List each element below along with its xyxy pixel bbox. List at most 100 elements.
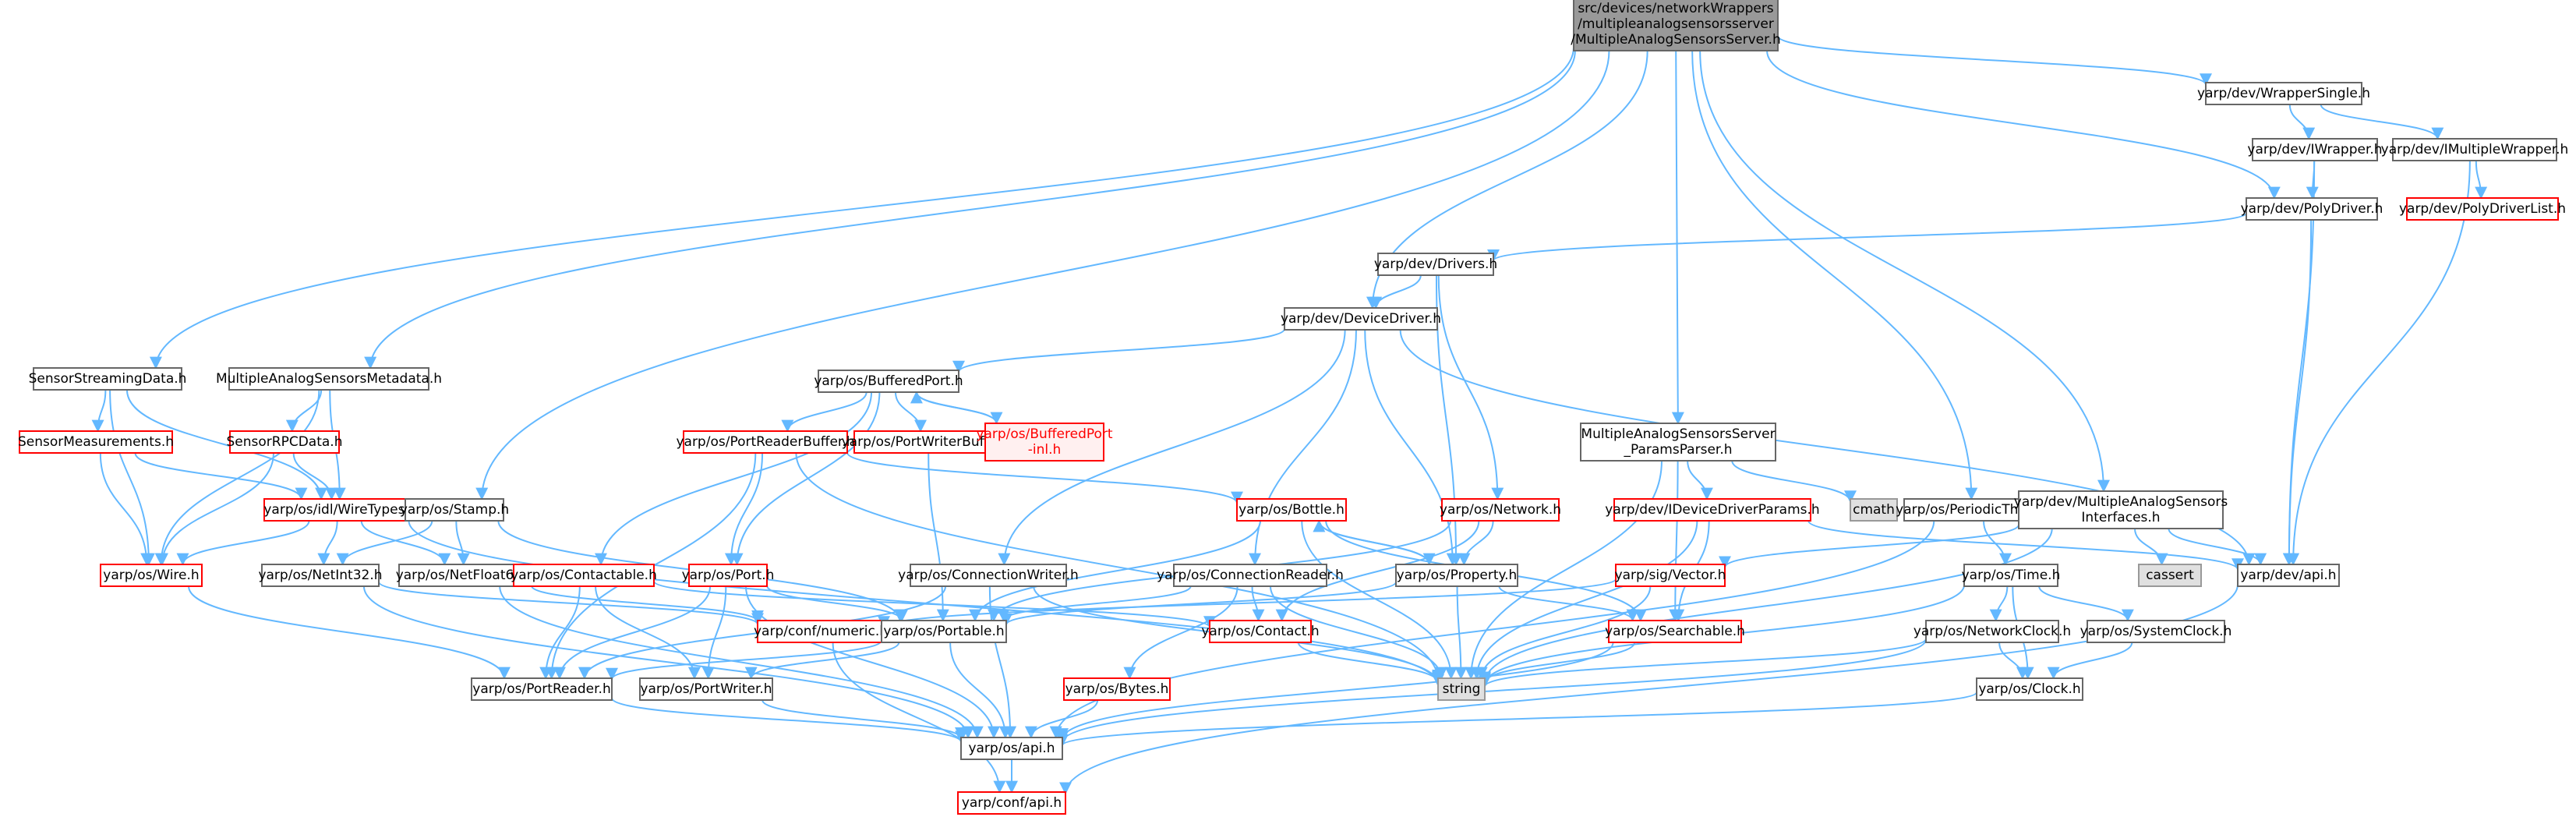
edge-networkclock-to-clock — [1998, 642, 2029, 680]
node-connreader[interactable]: yarp/os/ConnectionReader.h — [1157, 564, 1344, 587]
edge-root-to-paramsparser — [1671, 50, 1684, 425]
node-polydriverlist[interactable]: yarp/dev/PolyDriverList.h — [2399, 197, 2566, 221]
node-masinterfaces[interactable]: yarp/dev/MultipleAnalogSensorsInterfaces… — [2014, 490, 2228, 529]
edge-connreader-to-bytes — [1123, 585, 1239, 680]
node-cmath[interactable]: cmath — [1850, 498, 1898, 522]
node-box — [757, 620, 885, 643]
node-imultiplewrapper[interactable]: yarp/dev/IMultipleWrapper.h — [2381, 138, 2569, 161]
node-portwriter[interactable]: yarp/os/PortWriter.h — [639, 677, 773, 701]
node-contact[interactable]: yarp/os/Contact.h — [1201, 620, 1320, 643]
node-networkclock[interactable]: yarp/os/NetworkClock.h — [1913, 620, 2071, 643]
node-wiretypes[interactable]: yarp/os/idl/WireTypes.h — [263, 498, 418, 522]
node-box — [881, 620, 1007, 643]
edge-bufferedport-to-portwriterbuffer — [894, 391, 928, 433]
edge-stamp-to-netint32 — [336, 520, 433, 566]
edge-devicedriver-to-connreader — [1249, 329, 1357, 566]
edge-root-to-polydriver — [1766, 50, 2281, 200]
node-drivers[interactable]: yarp/dev/Drivers.h — [1374, 253, 1497, 276]
node-ideviceparams[interactable]: yarp/dev/IDeviceDriverParams.h — [1605, 498, 1820, 522]
edge-connreader-to-portable — [997, 585, 1192, 622]
node-label: MultipleAnalogSensorsMetadata.h — [216, 371, 442, 387]
edge-clock-to-osapi — [1056, 691, 1977, 747]
node-portreader[interactable]: yarp/os/PortReader.h — [471, 677, 613, 701]
node-label: yarp/conf/numeric.h — [754, 624, 888, 639]
edge-portreaderbuffer-to-bottle — [846, 452, 1243, 504]
node-box — [2406, 197, 2559, 221]
node-box — [1377, 253, 1494, 276]
node-label: yarp/dev/WrapperSingle.h — [2197, 86, 2370, 101]
edge-wrappersingle-to-imultiplewrapper — [2320, 104, 2444, 140]
node-searchable[interactable]: yarp/os/Searchable.h — [1605, 620, 1745, 643]
node-sensorrpc[interactable]: SensorRPCData.h — [227, 430, 343, 454]
node-masmetadata[interactable]: MultipleAnalogSensorsMetadata.h — [216, 367, 442, 391]
node-netint32[interactable]: yarp/os/NetInt32.h — [258, 564, 383, 587]
node-box — [688, 564, 768, 587]
node-bytes[interactable]: yarp/os/Bytes.h — [1063, 677, 1171, 701]
node-contactable[interactable]: yarp/os/Contactable.h — [511, 564, 657, 587]
node-box — [100, 564, 203, 587]
edge-root-to-wrappersingle — [1777, 35, 2212, 87]
node-bottle[interactable]: yarp/os/Bottle.h — [1236, 498, 1347, 522]
node-portreaderbuffer[interactable]: yarp/os/PortReaderBuffer.h — [676, 430, 855, 454]
edge-contactable-to-portreader — [539, 585, 581, 680]
node-bufferedport[interactable]: yarp/os/BufferedPort.h — [814, 370, 963, 393]
node-sensorstreaming[interactable]: SensorStreamingData.h — [29, 367, 187, 391]
edge-searchable-to-osapi — [1056, 642, 1614, 741]
edge-imultiplewrapper-to-polydriverlist — [2475, 160, 2488, 200]
node-iwrapper[interactable]: yarp/dev/IWrapper.h — [2247, 138, 2383, 161]
node-box — [2237, 564, 2340, 587]
node-devapi[interactable]: yarp/dev/api.h — [2237, 564, 2340, 587]
node-label: yarp/os/NetworkClock.h — [1913, 624, 2071, 639]
edge-portwriter-to-osapi — [761, 699, 967, 740]
node-sigvector[interactable]: yarp/sig/Vector.h — [1615, 564, 1726, 587]
node-clock[interactable]: yarp/os/Clock.h — [1976, 677, 2083, 701]
node-time[interactable]: yarp/os/Time.h — [1962, 564, 2061, 587]
node-box — [2205, 82, 2362, 105]
node-network[interactable]: yarp/os/Network.h — [1440, 498, 1561, 522]
node-box — [1209, 620, 1312, 643]
node-box — [261, 564, 380, 587]
node-confapi[interactable]: yarp/conf/api.h — [957, 791, 1066, 815]
node-cassert[interactable]: cassert — [2138, 564, 2202, 587]
node-string[interactable]: string — [1437, 677, 1486, 701]
edge-periodicthread-to-time — [1983, 520, 2012, 566]
node-confnumeric[interactable]: yarp/conf/numeric.h — [754, 620, 888, 643]
node-bufferedportinl[interactable]: yarp/os/BufferedPort-inl.h — [976, 423, 1113, 462]
node-root[interactable]: src/devices/networkWrappers/multipleanal… — [1571, 0, 1781, 51]
edge-drivers-to-devicedriver — [1369, 274, 1422, 309]
node-box — [957, 791, 1066, 815]
edge-property-to-bottle — [1313, 519, 1430, 565]
edge-paramsparser-to-ideviceparams — [1687, 460, 1713, 500]
node-box — [1063, 677, 1171, 701]
node-systemclock[interactable]: yarp/os/SystemClock.h — [2080, 620, 2232, 643]
node-osapi[interactable]: yarp/os/api.h — [960, 737, 1063, 760]
node-label: yarp/sig/Vector.h — [1615, 568, 1726, 583]
node-label: yarp/os/BufferedPort.h — [814, 373, 963, 389]
edge-imultiplewrapper-to-devapi — [2287, 160, 2471, 566]
node-box — [1437, 677, 1486, 701]
edge-portreaderbuffer-to-port — [724, 452, 764, 566]
node-portwriterbuffer[interactable]: yarp/os/PortWriterBuffer.h — [842, 430, 1014, 454]
node-devicedriver[interactable]: yarp/dev/DeviceDriver.h — [1281, 307, 1441, 331]
node-port[interactable]: yarp/os/Port.h — [682, 564, 775, 587]
node-sensormeas[interactable]: SensorMeasurements.h — [18, 430, 174, 454]
node-stamp[interactable]: yarp/os/Stamp.h — [400, 498, 509, 522]
node-label: yarp/os/NetFloat64.h — [396, 568, 535, 583]
node-polydriver[interactable]: yarp/dev/PolyDriver.h — [2241, 197, 2383, 221]
node-box — [853, 430, 1002, 454]
edge-masinterfaces-to-cassert — [2134, 528, 2168, 566]
node-connwriter[interactable]: yarp/os/ConnectionWriter.h — [898, 564, 1079, 587]
node-wire[interactable]: yarp/os/Wire.h — [100, 564, 203, 587]
edge-masmetadata-to-sensorrpc — [285, 389, 323, 433]
node-portable[interactable]: yarp/os/Portable.h — [881, 620, 1007, 643]
node-box — [1441, 498, 1560, 522]
node-wrappersingle[interactable]: yarp/dev/WrapperSingle.h — [2197, 82, 2370, 105]
node-property[interactable]: yarp/os/Property.h — [1395, 564, 1518, 587]
edge-bufferedport-to-portreaderbuffer — [781, 391, 868, 433]
edge-layer — [91, 35, 2488, 795]
node-label: yarp/os/Contact.h — [1201, 624, 1319, 639]
edge-port-to-portable — [766, 585, 909, 622]
node-netfloat64[interactable]: yarp/os/NetFloat64.h — [396, 564, 535, 587]
node-paramsparser[interactable]: MultipleAnalogSensorsServer_ParamsParser… — [1580, 423, 1776, 462]
node-box — [2392, 138, 2557, 161]
